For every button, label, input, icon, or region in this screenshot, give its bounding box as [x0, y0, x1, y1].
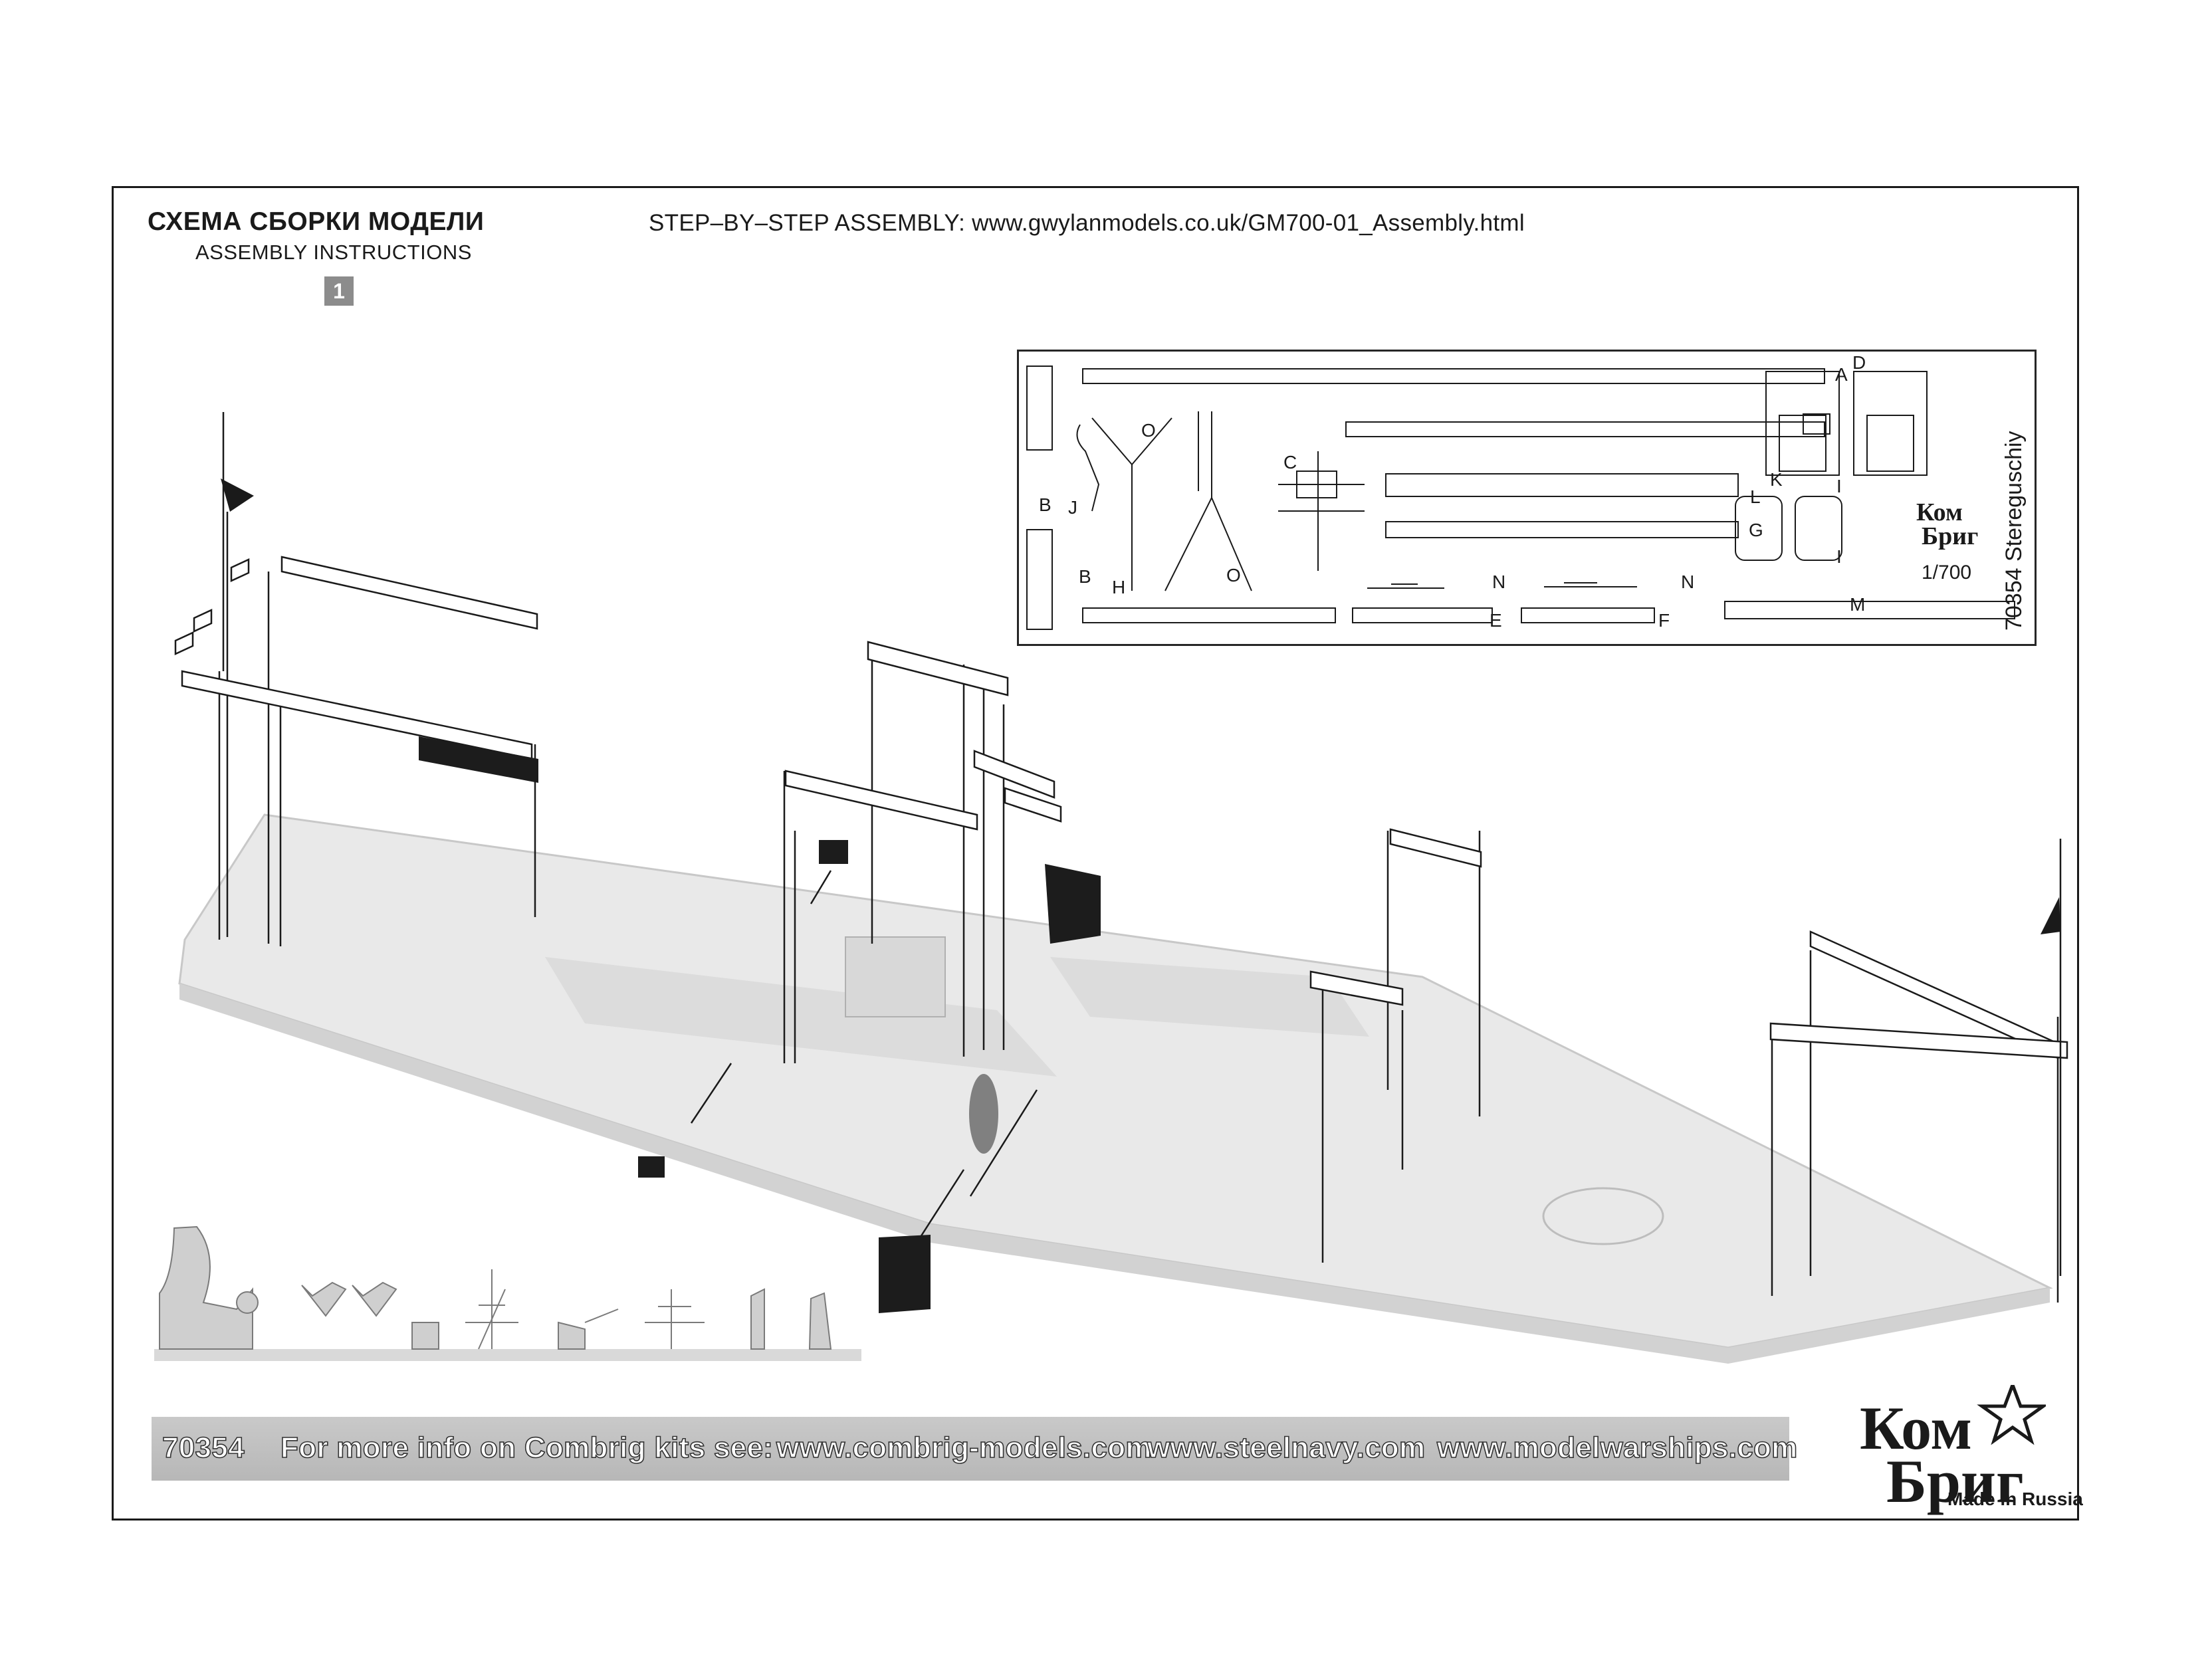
- frame-part-d-right: [1853, 371, 1928, 476]
- label-h: H: [1112, 577, 1125, 597]
- label-d: D: [1852, 352, 1866, 373]
- footer-info-text: For more info on Combrig kits see:: [280, 1431, 774, 1465]
- railing-fore-2: [1309, 970, 1404, 1006]
- missile-launcher-block: [845, 936, 946, 1017]
- label-c: C: [1283, 452, 1297, 472]
- label-f: F: [1658, 610, 1670, 631]
- sprue-launcher-2: [352, 1281, 397, 1317]
- sprue-ciws: [411, 1322, 439, 1350]
- hull: [178, 813, 2053, 1364]
- combrig-logo: Ком Бриг: [1860, 1385, 2046, 1515]
- flags: [221, 412, 2062, 1276]
- railings: [174, 556, 2068, 1059]
- logo-bottom-text: Бриг: [1886, 1447, 2024, 1515]
- railing-mid-2: [867, 641, 1009, 696]
- rail-part-l: [1385, 473, 1739, 497]
- label-b-upper: B: [1039, 494, 1051, 515]
- sprue-radar-mast: [159, 1225, 253, 1350]
- rail-part-f: [1521, 607, 1655, 623]
- label-k: K: [1770, 469, 1783, 490]
- label-n-left: N: [1492, 572, 1505, 592]
- railing-mid-1: [784, 770, 978, 831]
- flag-bow: [2041, 897, 2060, 934]
- rail-part-a: [1082, 368, 1825, 384]
- rail-part-g: [1385, 521, 1739, 538]
- label-l: L: [1750, 486, 1761, 507]
- step-by-step-url[interactable]: STEP–BY–STEP ASSEMBLY: www.gwylanmodels.…: [649, 210, 1525, 236]
- star-icon: [1977, 1385, 2046, 1445]
- footer-link-steelnavy[interactable]: www.steelnavy.com: [1147, 1431, 1426, 1465]
- superstructure-fore: [1050, 957, 1369, 1037]
- sprue-sensor-2: [808, 1292, 832, 1350]
- small-dark-part-1: [819, 840, 848, 864]
- small-dark-part-2: [638, 1156, 665, 1178]
- footer-link-combrig[interactable]: www.combrig-models.com: [776, 1431, 1152, 1465]
- sprue-gun: [558, 1309, 619, 1350]
- gun-mount-ring: [1542, 1187, 1664, 1245]
- label-g: G: [1749, 520, 1763, 540]
- label-o-upper: O: [1141, 420, 1156, 441]
- sprue-launcher-1: [301, 1281, 347, 1317]
- rail-part-bottom-left: [1082, 607, 1336, 623]
- label-i-upper: I: [1836, 476, 1842, 496]
- railing-mid-4: [1004, 787, 1062, 823]
- sprue-mast: [465, 1269, 518, 1350]
- frame-part-d-left: [1765, 371, 1840, 476]
- footer-band: [152, 1417, 1789, 1481]
- fret-kit-title: 70354 Stereguschiy: [2001, 431, 2027, 631]
- hatch-part-i-right: [1795, 496, 1842, 561]
- flag-stern: [221, 478, 254, 512]
- logo-made-in: Made in Russia: [1947, 1489, 2083, 1509]
- railing-stern-lower: [181, 670, 533, 760]
- label-o-lower: O: [1226, 565, 1241, 585]
- rail-part-row2: [1345, 421, 1825, 437]
- hull-dark-spot: [969, 1074, 998, 1154]
- label-e: E: [1490, 610, 1502, 631]
- label-m: M: [1850, 594, 1865, 615]
- railing-bow-lower: [1769, 1022, 2068, 1059]
- sheet-frame: [112, 186, 2079, 1521]
- sprue-sensor-1: [750, 1288, 765, 1350]
- dark-panel-lower: [879, 1235, 931, 1313]
- title-russian: СХЕМА СБОРКИ МОДЕЛИ: [148, 207, 485, 236]
- footer-link-modelwarships[interactable]: www.modelwarships.com: [1436, 1431, 1798, 1465]
- label-j: J: [1068, 497, 1077, 518]
- step-number-badge: 1: [324, 276, 354, 306]
- rail-part-b-top: [1026, 366, 1053, 451]
- railing-fore-1: [1389, 828, 1482, 868]
- dark-panel-stern: [419, 736, 538, 783]
- rail-part-e: [1352, 607, 1493, 623]
- rail-part-m: [1724, 601, 2015, 619]
- part-j: [1076, 424, 1100, 512]
- dark-parts: [419, 736, 1101, 1313]
- fret-brand-top: Ком: [1916, 498, 1963, 526]
- part-n-left: [1367, 583, 1444, 589]
- label-n-right: N: [1681, 572, 1694, 592]
- sprue-fore-mast: [645, 1289, 705, 1349]
- part-o-lower: [1164, 411, 1252, 591]
- rail-part-iii: [1803, 413, 1830, 435]
- photo-etch-fret: A B B C D E F G H I I J K L M N N O O Ко…: [1017, 350, 2037, 646]
- title-english: ASSEMBLY INSTRUCTIONS: [195, 241, 472, 264]
- railing-mid-3: [973, 750, 1055, 799]
- part-n-right: [1544, 582, 1637, 587]
- dark-panel-mid: [1045, 864, 1101, 944]
- label-a: A: [1835, 364, 1848, 385]
- superstructure-aft: [545, 957, 1057, 1077]
- hatch-part-i-left: [1735, 496, 1783, 561]
- label-i-lower: I: [1836, 546, 1842, 567]
- footer-kit-number: 70354: [162, 1431, 245, 1465]
- fret-parts-drawing: A B B C D E F G H I I J K L M N N O O Ко…: [1026, 352, 2027, 631]
- railing-stern-upper: [280, 556, 538, 630]
- label-b-lower: B: [1079, 566, 1091, 587]
- logo-top-text: Ком: [1860, 1394, 1972, 1462]
- part-o-upper: [1091, 417, 1172, 591]
- fret-scale: 1/700: [1922, 562, 1971, 583]
- fret-brand-bottom: Бриг: [1922, 522, 1978, 550]
- rail-part-b-bottom: [1026, 529, 1053, 630]
- sprue-parts: [154, 1225, 861, 1361]
